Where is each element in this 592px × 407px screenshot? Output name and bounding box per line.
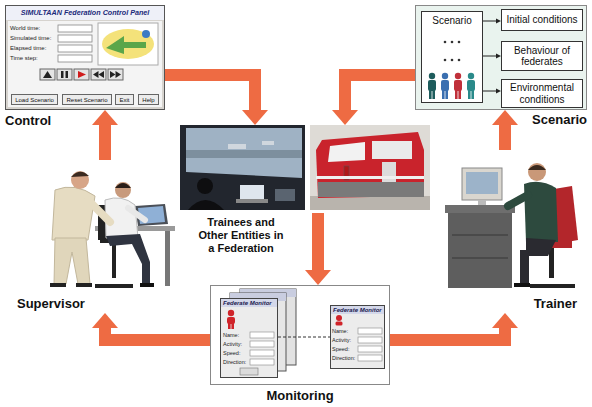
arrow-head	[492, 313, 518, 328]
scenario-background	[415, 5, 587, 110]
arrow-head	[305, 270, 331, 285]
field-label: Direction:	[332, 355, 355, 361]
arrow-head	[92, 110, 118, 125]
arrow-head	[492, 110, 518, 125]
box-label: Behaviour of federates	[504, 45, 580, 68]
box-label: Federate Monitor	[223, 300, 272, 306]
box-label: Federate Monitor	[333, 307, 382, 313]
logo-image	[98, 23, 158, 65]
section-title: Trainees and Other Entities in a Federat…	[195, 216, 287, 255]
scenario-panel: ScenarioScenarioInitial conditionsBehavi…	[415, 5, 587, 110]
window-frame	[5, 5, 165, 110]
box-label: Reset Scenario	[66, 97, 107, 103]
panel-button: Reset Scenario	[62, 94, 112, 105]
field-label: Direction:	[223, 359, 246, 365]
simulator-cabin-photo	[310, 125, 430, 210]
panel-button: Load Scenario	[11, 94, 58, 105]
flow-arrow	[92, 110, 118, 160]
ellipsis-dots	[444, 41, 461, 62]
flow-arrow	[165, 75, 268, 125]
flow-arrow	[305, 213, 331, 285]
section-title: Trainer	[534, 296, 577, 311]
arrow-head	[242, 110, 268, 125]
connector-line	[99, 125, 111, 160]
box-label: Help	[142, 97, 154, 103]
monitor-window: Federate Monitor	[220, 298, 278, 378]
time-fields	[58, 25, 92, 62]
flow-arrow	[492, 110, 518, 150]
arrow-head	[92, 313, 118, 328]
panel-button: Exit	[115, 94, 134, 105]
connector-line	[165, 75, 255, 110]
media-buttons	[40, 69, 123, 80]
monitor-screens	[220, 289, 385, 378]
field-label: World time:	[10, 25, 40, 31]
people-icons	[428, 73, 475, 99]
connector-line	[499, 125, 511, 150]
connector-arrow	[278, 337, 330, 338]
field-label: Activity:	[332, 337, 351, 343]
box-label: Initial conditions	[506, 14, 577, 26]
field-label: Simulated time:	[10, 35, 51, 41]
field-label: Speed:	[332, 346, 349, 352]
connector-line	[483, 21, 496, 22]
scenario-box: Scenario	[421, 11, 483, 103]
section-title: Scenario	[532, 112, 587, 127]
box-label: Scenario	[422, 15, 482, 26]
window-title-bar	[5, 5, 165, 20]
connector-line	[483, 91, 496, 92]
panel-button: Help	[138, 94, 159, 105]
connector-line	[483, 56, 496, 57]
field-label: Name:	[223, 332, 239, 338]
connector-line	[278, 337, 330, 338]
trainer-figure: Trainer	[435, 150, 587, 313]
connector-line	[390, 328, 505, 340]
trainer-photo	[445, 163, 578, 288]
connector-arrow	[483, 54, 501, 59]
arrow-head	[332, 110, 358, 125]
scenario-box-background	[421, 11, 483, 103]
field-label: Activity:	[223, 341, 242, 347]
connector-line	[345, 75, 415, 110]
connector-line	[312, 213, 324, 270]
section-title: Monitoring	[211, 388, 389, 403]
condition-box: Environmental conditions	[501, 79, 583, 108]
condition-box: Initial conditions	[501, 9, 583, 31]
condition-box: Behaviour of federates	[501, 41, 583, 71]
box-label: Load Scenario	[15, 97, 54, 103]
connector-line	[105, 328, 210, 340]
flow-arrow	[92, 313, 210, 340]
supervisor-photo	[50, 171, 175, 287]
connector-arrow	[483, 89, 501, 94]
window-title: SIMULTAAN Federation Control Panel	[6, 9, 164, 16]
window-body	[8, 21, 162, 107]
section-title: Control	[5, 113, 51, 128]
section-title: Supervisor	[17, 296, 85, 311]
flow-arrow	[390, 313, 518, 340]
field-label: Time step:	[10, 55, 38, 61]
flow-arrow	[332, 75, 415, 125]
field-label: Elapsed time:	[10, 45, 46, 51]
field-label: Speed:	[223, 350, 240, 356]
field-label: Name:	[332, 328, 348, 334]
trainee-photos: Trainees and Other Entities in a Federat…	[180, 125, 430, 213]
box-label: Environmental conditions	[504, 82, 580, 105]
box-label: Exit	[119, 97, 129, 103]
supervisor-figure: Supervisor	[15, 160, 180, 313]
simulator-room-photo	[180, 125, 305, 210]
connector-arrow	[483, 19, 501, 24]
